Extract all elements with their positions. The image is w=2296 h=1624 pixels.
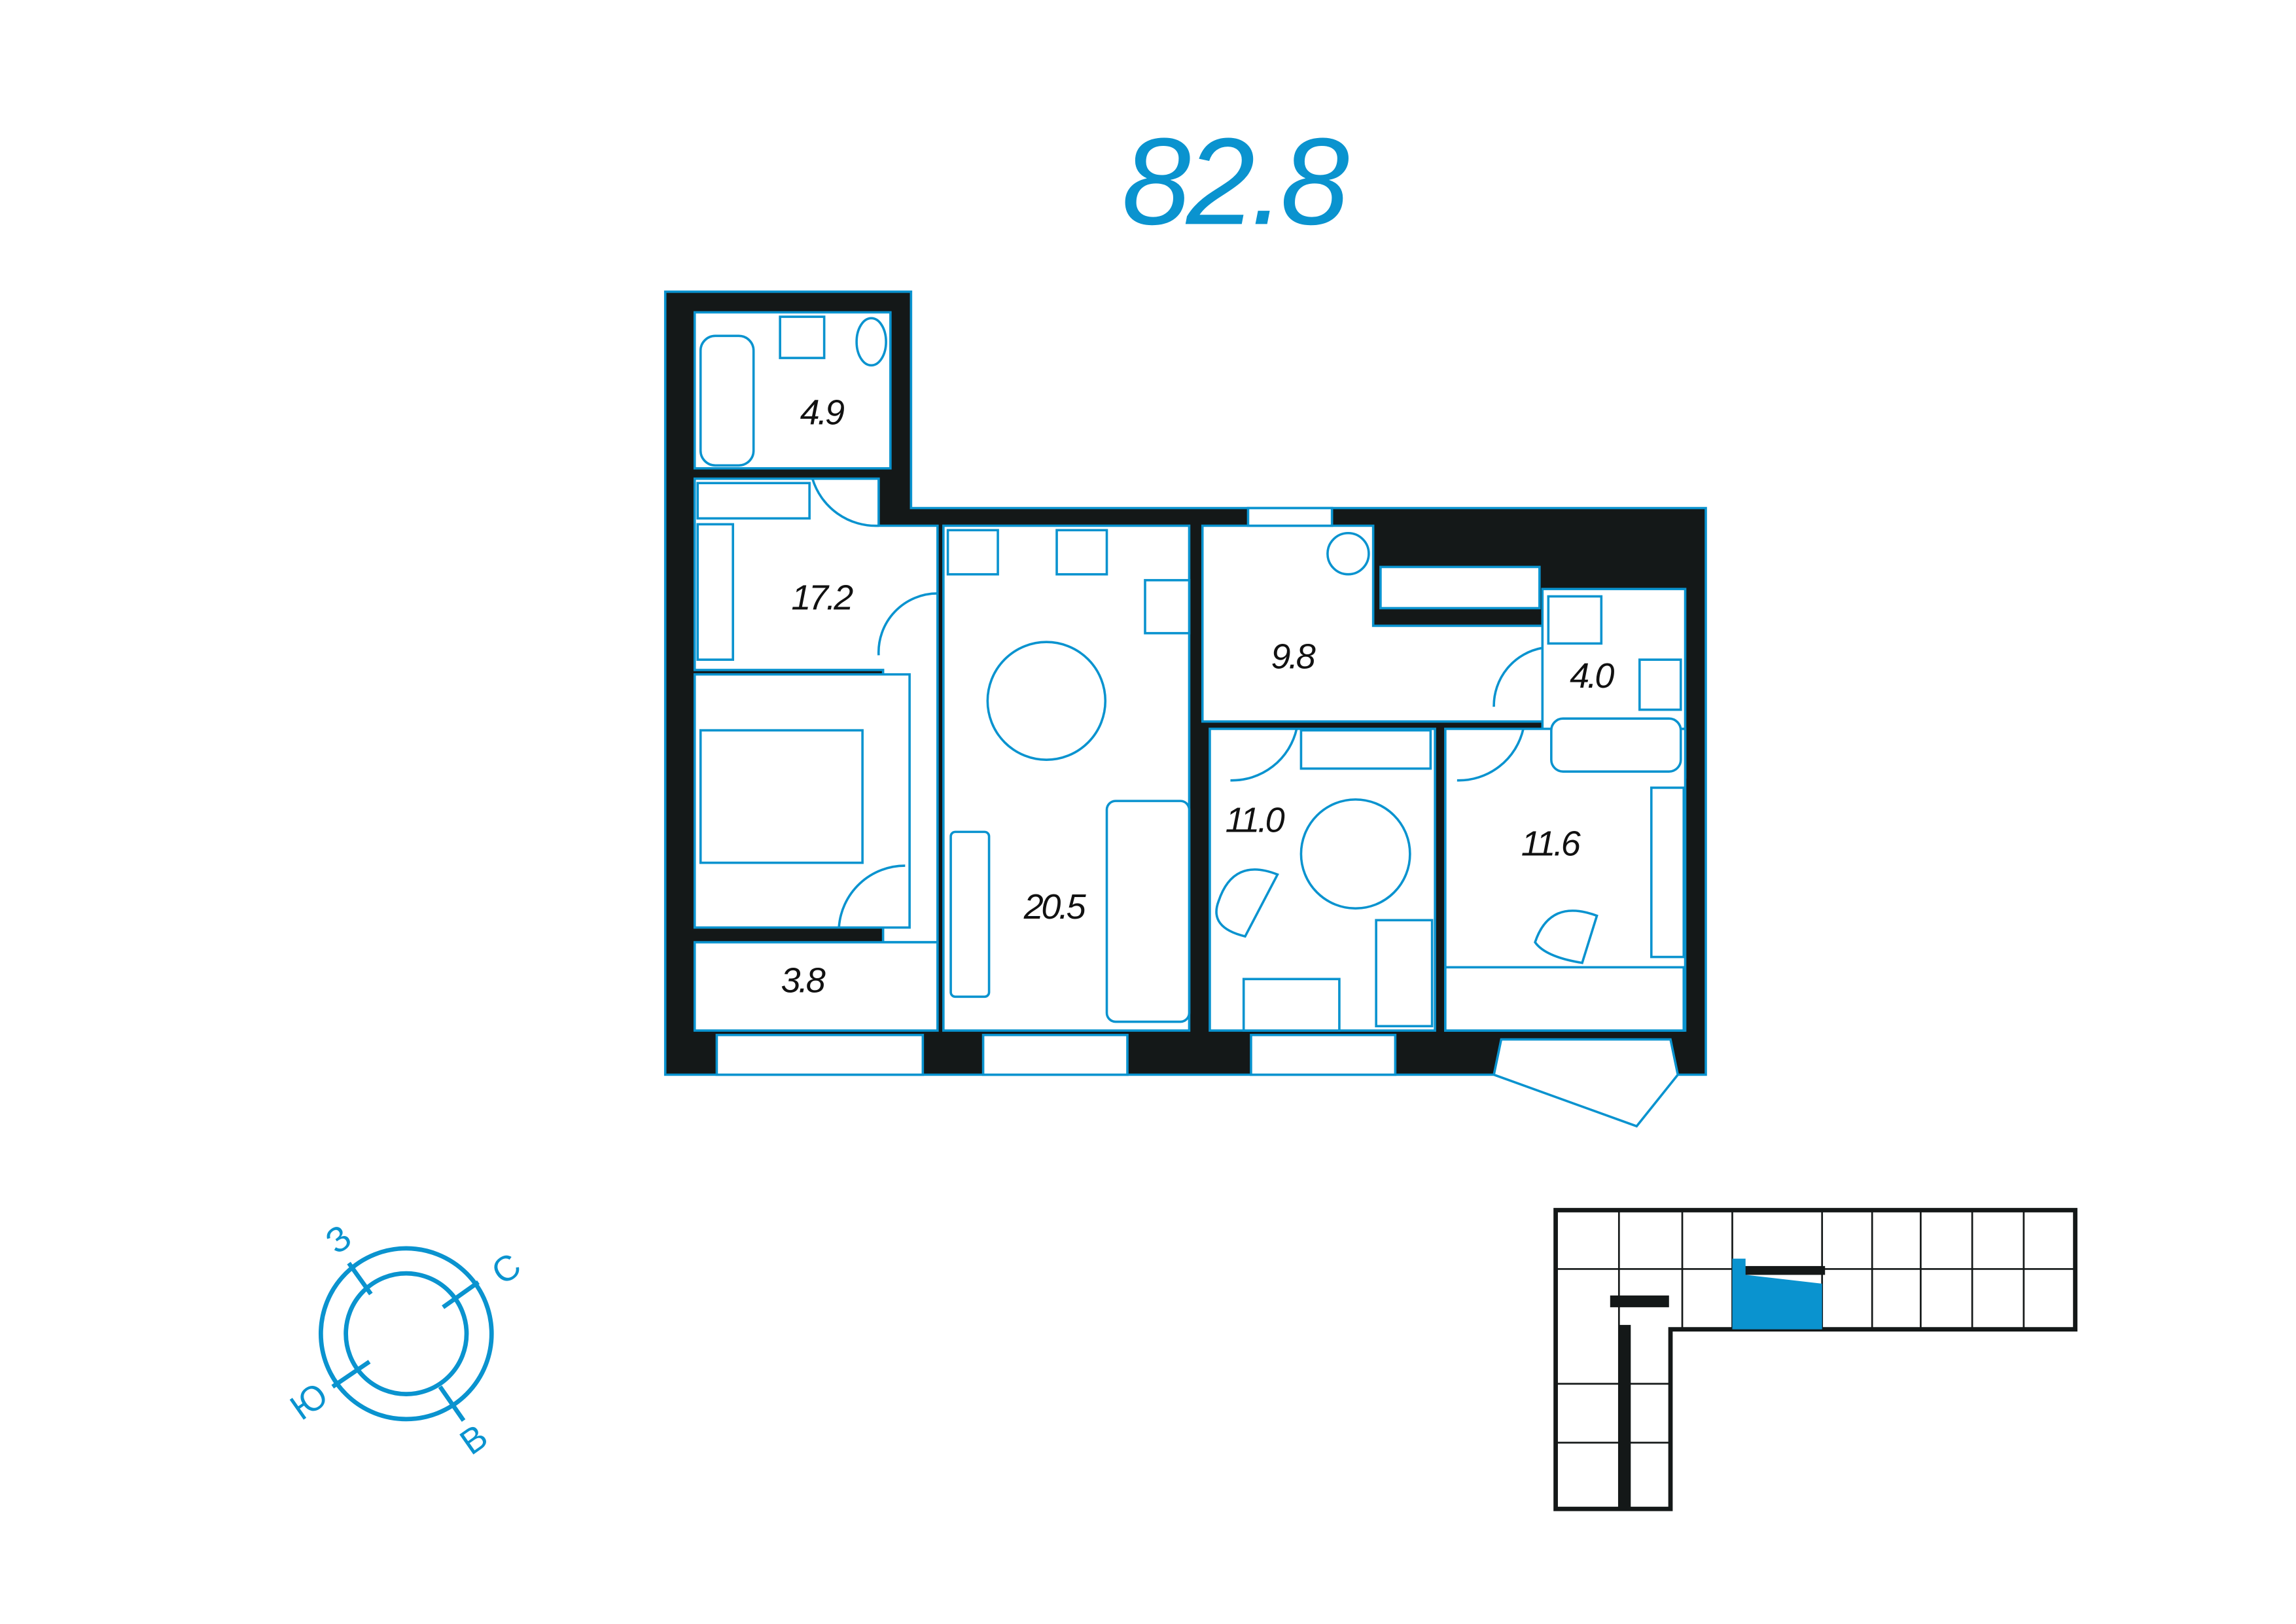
sofa-icon [1105,800,1191,1023]
door [1230,728,1298,782]
highlighted-apartment [1732,1258,1822,1330]
stove-icon [1055,529,1108,576]
sink-icon [779,315,826,359]
balcony-window [1492,1038,1680,1128]
compass-icon: З С Ю В [283,1218,528,1463]
room-storage [693,941,939,1032]
area-label: 11.0 [1226,800,1285,839]
area-label: 9.8 [1271,637,1315,677]
fridge-icon [946,529,999,576]
compass-east: В [453,1417,495,1462]
wardrobe [696,482,811,520]
area-label: 20.5 [1023,887,1087,927]
wardrobe [1379,565,1541,610]
compass-north: С [485,1246,528,1293]
desk-icon [1444,966,1686,1032]
door [1457,728,1525,782]
armchair-icon [1215,868,1279,938]
desk-icon [1242,978,1341,1032]
window [981,1033,1129,1076]
door [838,864,906,928]
bathtub-icon [1550,717,1682,773]
kitchen-sink-icon [1144,578,1191,635]
building-key-plan [1553,1208,2077,1511]
compass-west: З [319,1218,359,1262]
door [811,478,879,527]
bookshelf-icon [1650,786,1686,959]
door [877,592,938,656]
area-label: 3.8 [781,961,825,1000]
tv-stand-icon [949,830,991,998]
area-label: 4.0 [1570,656,1614,696]
bathtub-icon [699,334,755,467]
armchair-icon [1534,909,1598,964]
washer-icon [1547,595,1603,645]
apartment-plan: 4.9 17.2 20.5 9.8 4.0 11.0 11.6 3.8 [663,291,1707,1128]
compass-south: Ю [283,1375,335,1428]
window [1250,1033,1397,1076]
plant-icon [1326,531,1370,576]
rug-icon [1299,798,1411,910]
dining-table-icon [986,641,1107,761]
sink-icon [1638,658,1682,711]
bed-icon [699,729,864,864]
door [1492,646,1543,707]
window [715,1033,925,1076]
area-label: 11.6 [1521,824,1581,863]
window [1246,506,1333,527]
toilet-icon [855,317,887,367]
total-area: 82.8 [1122,113,1349,251]
wardrobe [696,523,734,661]
area-label: 17.2 [791,578,853,618]
bunk-icon [1375,919,1434,1028]
wardrobe [1299,729,1432,770]
area-label: 4.9 [800,393,844,432]
